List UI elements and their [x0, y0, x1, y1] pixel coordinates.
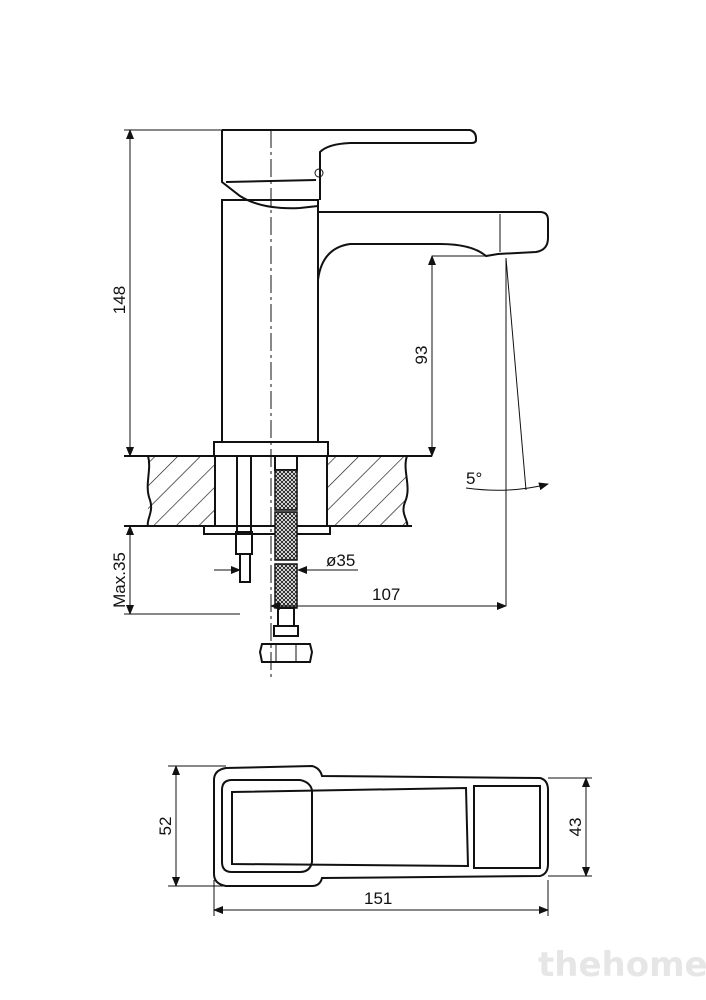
- dim-151: 151: [213, 880, 549, 916]
- spout-reach-label: 107: [372, 585, 400, 604]
- countertop-section: [124, 455, 432, 527]
- top-depth-label: 52: [156, 817, 175, 836]
- spout-angle-label: 5°: [466, 469, 482, 488]
- supply-hose: [258, 455, 314, 663]
- faucet-body: [221, 129, 549, 680]
- watermark: thehome: [538, 945, 706, 985]
- overall-height-label: 148: [110, 286, 129, 314]
- hole-diameter-label: ø35: [326, 551, 355, 570]
- top-spout-width-label: 43: [566, 818, 585, 837]
- dim-52: 52: [156, 765, 226, 887]
- dim-148: 148: [110, 129, 222, 457]
- mounting-stud: [235, 455, 253, 583]
- top-length-label: 151: [364, 889, 392, 908]
- dim-93: 93: [412, 255, 486, 457]
- dim-107: 107: [270, 585, 507, 610]
- max-thickness-label: Max.35: [110, 552, 129, 608]
- side-view: 148 93 5° Max.35 ø35 107: [110, 129, 549, 680]
- dim-5-degrees: 5°: [465, 257, 549, 606]
- dim-max35: Max.35: [110, 525, 240, 615]
- spout-height-label: 93: [412, 346, 431, 365]
- dim-diameter-35: ø35: [214, 551, 358, 574]
- top-view: 52 43 151: [156, 764, 592, 916]
- dim-43: 43: [548, 777, 592, 877]
- base-flange: [203, 441, 331, 535]
